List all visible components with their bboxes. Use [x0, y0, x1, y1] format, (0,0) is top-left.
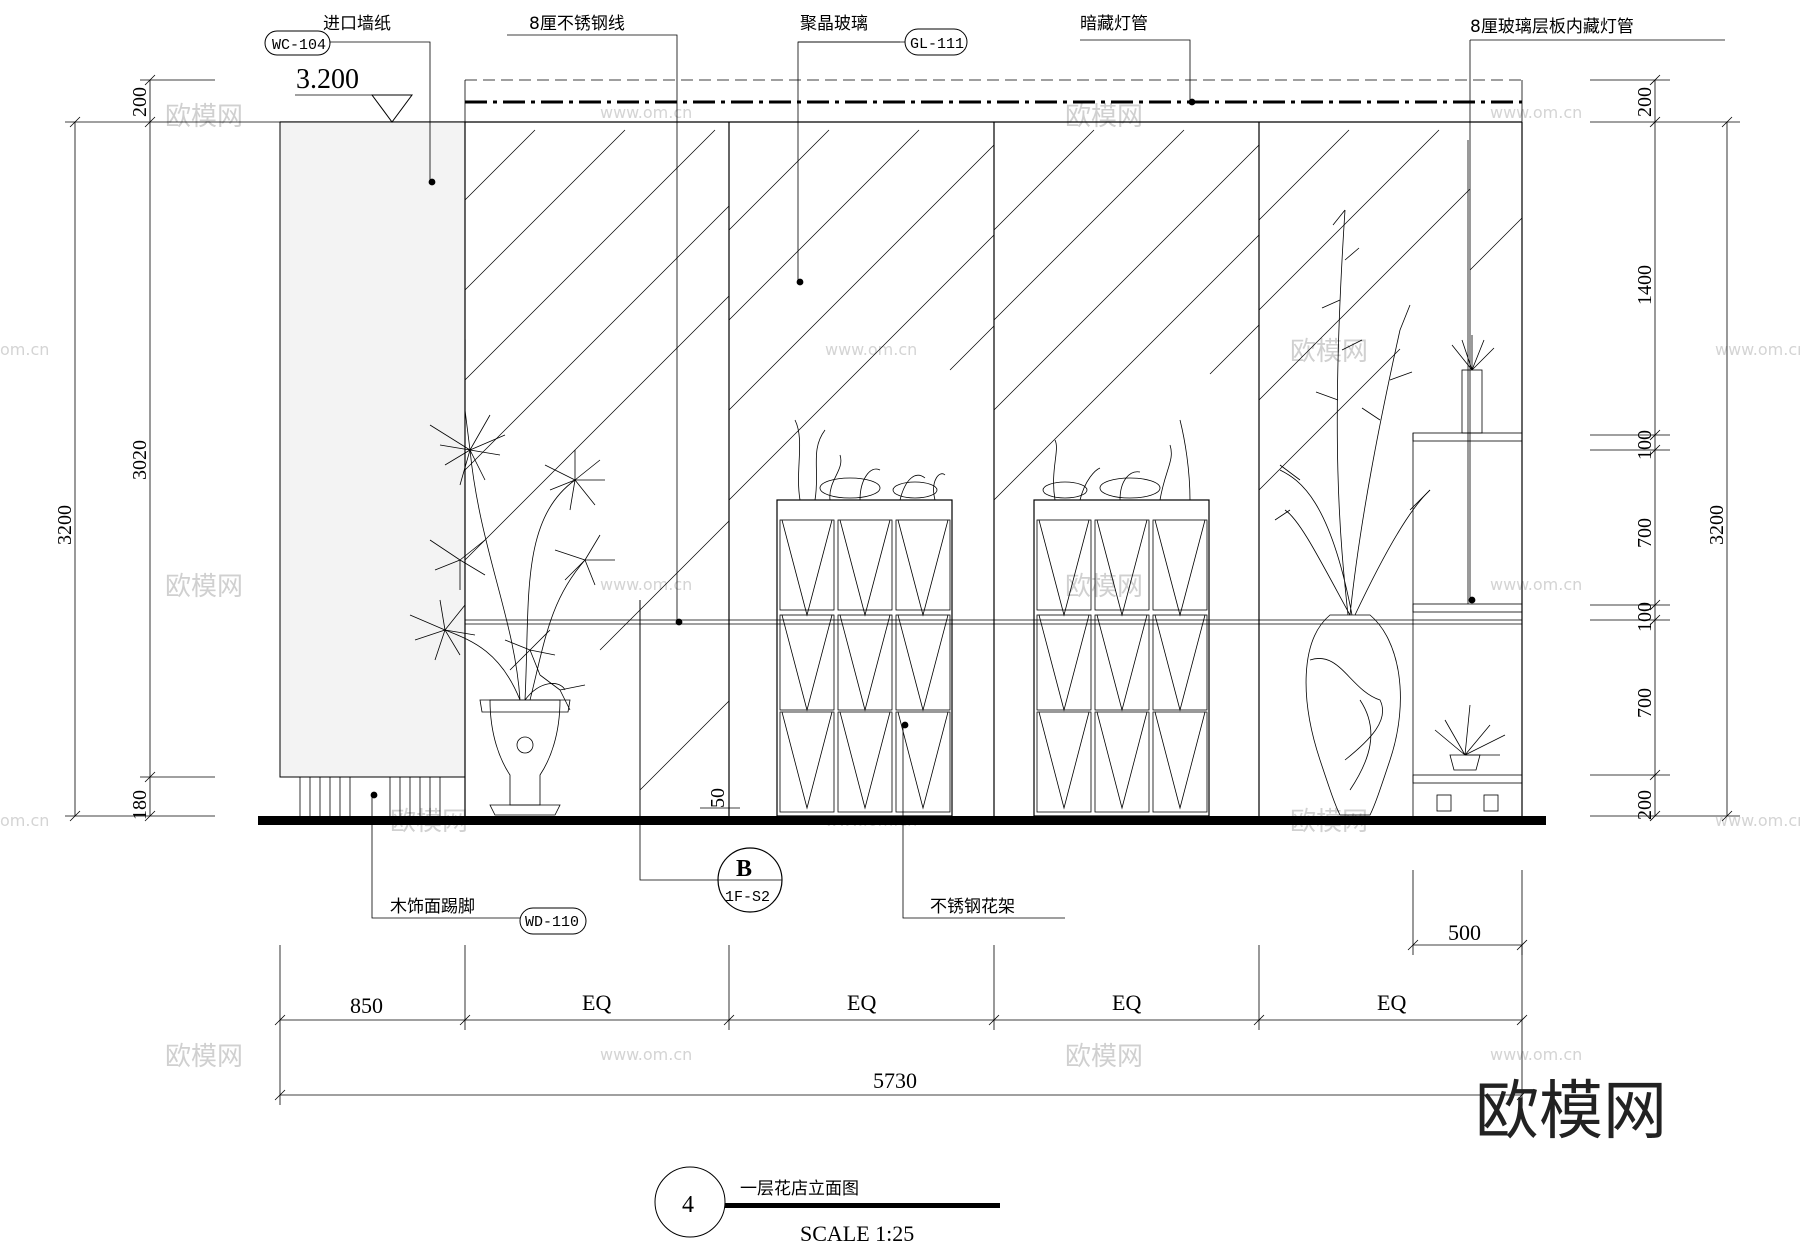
left-dimensions: [65, 74, 280, 822]
dim-right-700-b: 700: [1634, 688, 1656, 718]
dim-right-100-b: 100: [1634, 602, 1656, 632]
flower-rack-label: 不锈钢花架: [930, 897, 1015, 917]
flower-rack-right: [1033, 499, 1210, 817]
baseboard-code: WD-110: [525, 914, 579, 931]
flower-rack-left: [776, 499, 953, 817]
watermark-brand: 欧模网: [165, 102, 243, 132]
watermark-url: www.om.cn: [1490, 575, 1582, 594]
wallpaper-code: WC-104: [272, 37, 326, 54]
watermarks: 欧模网 www.om.cn 欧模网 www.om.cn om.cn 欧模网 ww…: [0, 102, 1800, 1072]
glass-panels: [464, 122, 1523, 816]
baseboard-slats: [299, 777, 441, 816]
dim-left-total: 3200: [54, 505, 76, 545]
level-marker: [295, 94, 413, 123]
dim-total: 5730: [873, 1068, 917, 1093]
hidden-light-label: 暗藏灯管: [1080, 14, 1148, 34]
title-name: 一层花店立面图: [740, 1179, 859, 1199]
watermark-brand: 欧模网: [1290, 337, 1368, 367]
dim-eq-3: EQ: [1112, 990, 1141, 1015]
watermark-brand: 欧模网: [165, 572, 243, 602]
title-number: 4: [682, 1192, 694, 1218]
bottom-dimensions: [274, 770, 1528, 1105]
dim-eq-4: EQ: [1377, 990, 1406, 1015]
glass-label: 聚晶玻璃: [800, 14, 868, 34]
dim-left-180: 180: [129, 790, 151, 820]
title-scale: SCALE 1:25: [800, 1221, 914, 1246]
watermark-url: www.om.cn: [1490, 103, 1582, 122]
dim-right-100-a: 100: [1634, 430, 1656, 460]
floor-line: [258, 816, 1546, 825]
wallpaper-code-tag: [264, 30, 331, 56]
watermark-url: om.cn: [0, 811, 49, 830]
watermark-url: www.om.cn: [600, 1045, 692, 1064]
glass-shelf-label: 8厘玻璃层板内藏灯管: [1470, 17, 1634, 37]
dim-850: 850: [350, 993, 383, 1018]
title-block: [654, 1166, 1000, 1238]
watermark-url: om.cn: [0, 340, 49, 359]
watermark-url: www.om.cn: [600, 575, 692, 594]
leader-lines: [330, 34, 1725, 919]
glass-code-tag: [904, 28, 968, 56]
dim-eq-2: EQ: [847, 990, 876, 1015]
right-dimensions: [1590, 74, 1740, 822]
level-text: 3.200: [296, 64, 359, 95]
dim-50: 50: [707, 788, 729, 808]
glass-shelves: [1412, 140, 1523, 816]
watermark-brand: 欧模网: [1065, 572, 1143, 602]
watermark-url: www.om.cn: [1715, 340, 1800, 359]
steel-line-label: 8厘不锈钢线: [529, 14, 625, 34]
rack-flowers: [794, 419, 1191, 501]
section-letter: B: [736, 856, 752, 882]
watermark-big: 欧模网: [1475, 1075, 1667, 1149]
watermark-url: www.om.cn: [825, 340, 917, 359]
dim-right-1400: 1400: [1634, 265, 1656, 305]
tag-bubbles: [264, 28, 968, 935]
potted-palm: [409, 409, 615, 816]
glass-code: GL-111: [910, 36, 964, 53]
dim-500: 500: [1448, 920, 1481, 945]
dim-left-200: 200: [129, 87, 151, 117]
dim-left-3020: 3020: [129, 440, 151, 480]
dim-right-200-bottom: 200: [1634, 790, 1656, 820]
section-ref: 1F-S2: [725, 889, 770, 906]
glass-hatching: [464, 129, 1523, 791]
watermark-brand: 欧模网: [1065, 102, 1143, 132]
dim-right-total: 3200: [1706, 505, 1728, 545]
baseboard-label: 木饰面踢脚: [390, 897, 475, 917]
dim-eq-1: EQ: [582, 990, 611, 1015]
wallpaper-panel: [279, 121, 466, 816]
vase-arrangement: [1274, 209, 1431, 816]
watermark-url: www.om.cn: [1715, 811, 1800, 830]
watermark-url: www.om.cn: [600, 103, 692, 122]
watermark-brand: 欧模网: [165, 1042, 243, 1072]
dim-right-700-a: 700: [1634, 518, 1656, 548]
baseboard-code-tag: [519, 907, 587, 935]
dim-right-200-top: 200: [1634, 87, 1656, 117]
watermark-brand: 欧模网: [1065, 1042, 1143, 1072]
wallpaper-label: 进口墙纸: [323, 14, 391, 34]
watermark-url: www.om.cn: [1490, 1045, 1582, 1064]
